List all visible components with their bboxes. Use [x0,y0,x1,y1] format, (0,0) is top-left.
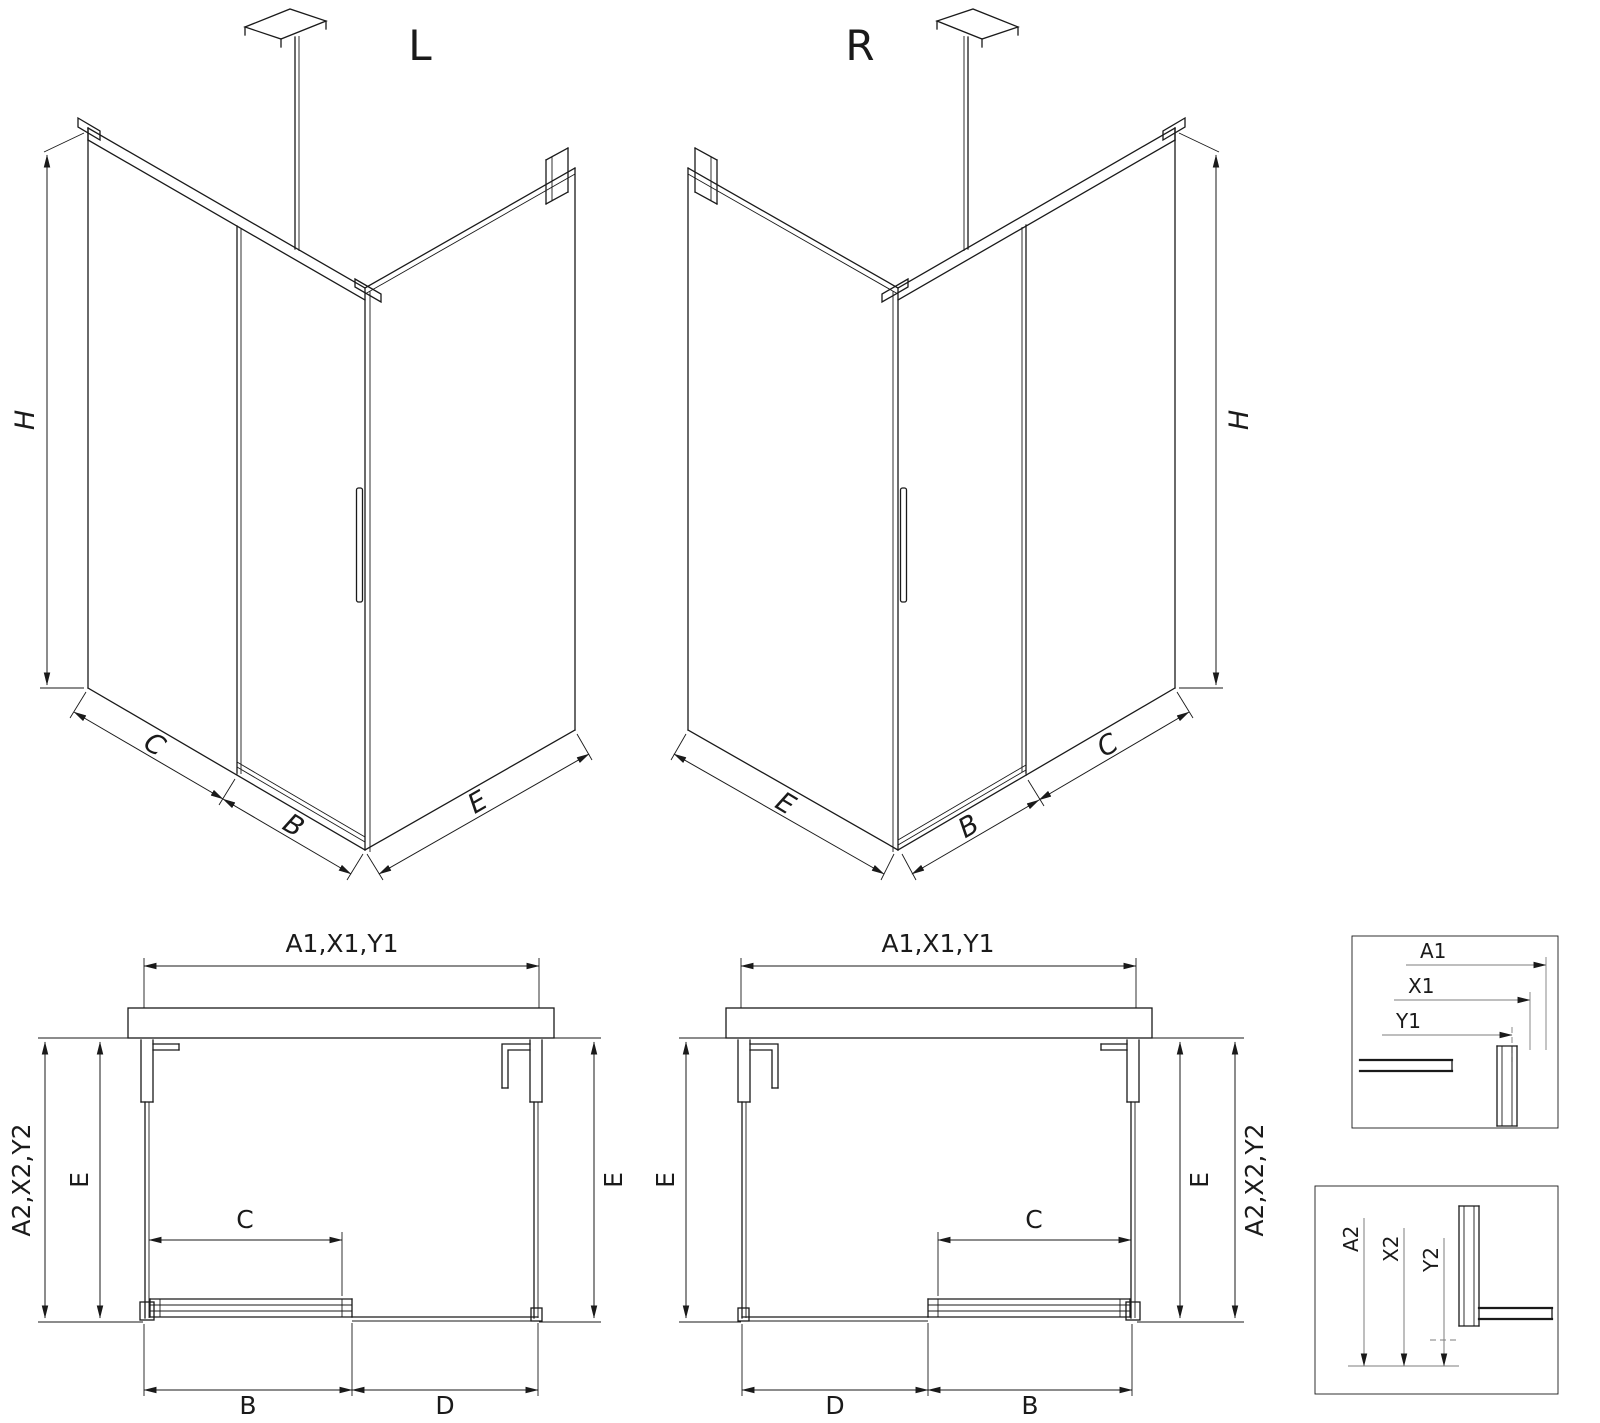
dim-label-e: E [1185,1172,1214,1188]
dim-label-a1: A1 [1420,939,1446,963]
wall-bracket-icon [545,147,569,205]
dim-label-a2: A2 [1339,1226,1363,1252]
detail-section-top: A1 X1 Y1 [1351,935,1559,1129]
iso-right-dimension-e: E [670,733,895,881]
iso-left-enclosure [77,8,576,852]
dim-label-h: H [10,410,41,430]
dim-label-x1: X1 [1408,974,1434,998]
dim-label-c: C [1092,727,1124,763]
dim-label-a1x1y1: A1,X1,Y1 [285,929,398,958]
iso-view-left: L [10,8,593,881]
dim-label-a1x1y1: A1,X1,Y1 [881,929,994,958]
dim-label-c: C [236,1205,253,1234]
dim-label-b: B [239,1391,256,1420]
plan-right-dimension-e-right: E [1137,1037,1244,1323]
dim-label-x2: X2 [1379,1236,1403,1262]
dim-label-e: E [65,1172,94,1188]
plan-right-dimension-a1: A1,X1,Y1 [740,929,1137,1008]
dim-label-a2x2y2: A2,X2,Y2 [7,1123,36,1236]
detail-top-profile [1358,1045,1518,1127]
detail-section-bottom: A2 X2 Y2 [1314,1185,1559,1395]
dim-label-y2: Y2 [1419,1247,1443,1273]
detail-top-dimensions: A1 X1 Y1 [1382,939,1547,1062]
iso-right-enclosure [687,8,1186,852]
dim-label-d: D [825,1391,844,1420]
dim-label-a2x2y2: A2,X2,Y2 [1240,1123,1269,1236]
wall-section-hatched [127,1007,555,1039]
plan-right-dimension-b: B [927,1324,1133,1420]
plan-right-dimension-c: C [937,1205,1132,1296]
stabilizer-bar-icon [243,8,328,251]
plan-left-dimension-e-right: E [539,1037,628,1323]
door-handle-icon [355,487,364,603]
plan-view-right: A1,X1,Y1 [651,929,1269,1420]
plan-left-dimension-c: C [148,1205,343,1296]
dim-label-h: H [1224,410,1255,430]
plan-left-dimension-d: D [351,1323,539,1420]
plan-left-enclosure [139,1039,543,1322]
dim-label-c: C [1025,1205,1042,1234]
dim-label-e: E [463,785,493,820]
detail-bottom-dimensions: A2 X2 Y2 [1339,1218,1459,1367]
variant-label-left: L [408,21,432,70]
iso-view-right: R [670,8,1255,881]
iso-right-dimension-c: C [1038,691,1194,801]
iso-left-dimension-h: H [10,132,85,689]
dim-label-y1: Y1 [1395,1009,1421,1033]
dim-label-b: B [277,808,309,844]
stabilizer-bar-icon [935,8,1020,251]
variant-label-right: R [845,21,874,70]
wall-section-hatched [725,1007,1153,1039]
wall-bracket-icon [694,147,718,205]
plan-right-enclosure [737,1039,1141,1322]
dim-label-c: C [138,727,170,763]
iso-right-dimension-h: H [1178,132,1255,689]
dim-label-e: E [651,1172,680,1188]
dim-label-d: D [435,1391,454,1420]
iso-left-dimension-c: C [69,691,236,806]
iso-left-dimension-b: B [222,798,364,881]
plan-left-dimension-e-left: E [38,1037,143,1323]
door-handle-icon [899,487,908,603]
iso-left-dimension-e: E [366,733,593,881]
plan-right-dimension-a2: A2,X2,Y2 [1231,1041,1269,1319]
dim-label-b: B [1021,1391,1038,1420]
detail-bottom-profile [1458,1205,1554,1327]
plan-right-dimension-d: D [741,1323,929,1420]
dim-label-e: E [599,1172,628,1188]
plan-left-dimension-a2: A2,X2,Y2 [7,1041,49,1319]
dim-label-b: B [953,809,985,845]
plan-view-left: A1,X1,Y1 [7,929,628,1420]
dim-label-e: E [770,786,801,821]
plan-left-dimension-a1: A1,X1,Y1 [143,929,540,1008]
plan-right-dimension-e-left: E [651,1037,741,1323]
plan-left-dimension-b: B [143,1323,353,1420]
